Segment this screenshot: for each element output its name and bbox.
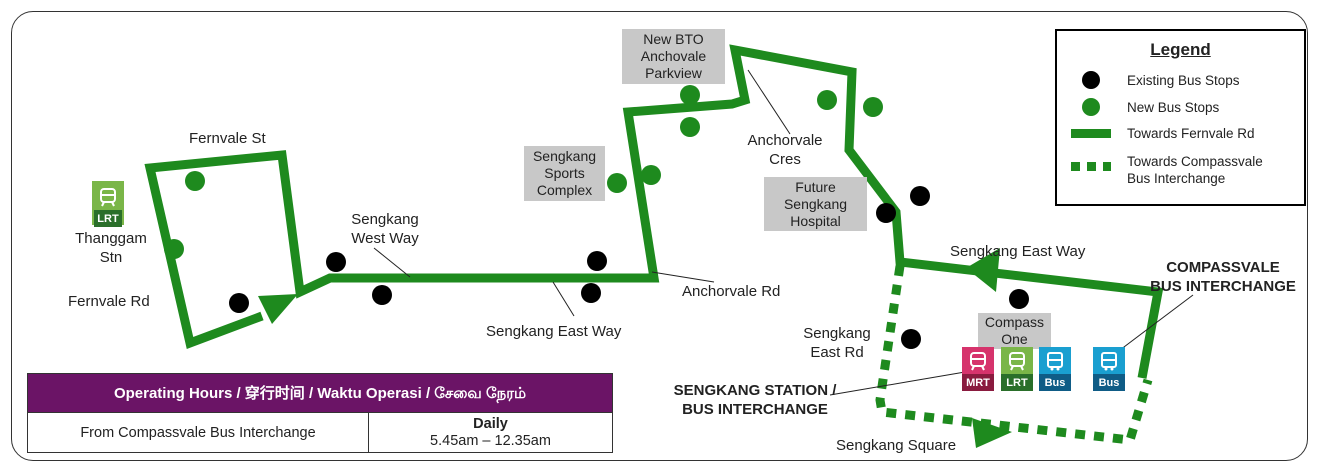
bus-stop-new bbox=[641, 165, 661, 185]
legend-new-stops: New Bus Stops bbox=[1071, 98, 1219, 116]
bus-icon bbox=[1093, 347, 1125, 374]
bus-stop-existing bbox=[372, 285, 392, 305]
route-arrow-east-way bbox=[966, 248, 1000, 292]
bus-stop-new bbox=[607, 173, 627, 193]
bus-stop-existing bbox=[876, 203, 896, 223]
legend: Legend Existing Bus Stops New Bus Stops … bbox=[1055, 29, 1306, 206]
operating-hours-origin: From Compassvale Bus Interchange bbox=[28, 413, 369, 453]
route-arrow-fernvale bbox=[258, 294, 298, 324]
train-icon bbox=[962, 347, 994, 374]
leader-line bbox=[1119, 294, 1194, 351]
label-sengkang-square: Sengkang Square bbox=[836, 437, 957, 454]
legend-towards-fernvale: Towards Fernvale Rd bbox=[1071, 126, 1255, 141]
bus-stop-existing bbox=[581, 283, 601, 303]
bus-icon bbox=[1039, 347, 1071, 374]
operating-hours-header: Operating Hours / 穿行时间 / Waktu Operasi /… bbox=[28, 374, 612, 413]
green-dot-icon bbox=[1082, 98, 1100, 116]
map-frame bbox=[11, 11, 1308, 461]
train-icon bbox=[94, 183, 122, 210]
leader-line bbox=[552, 281, 575, 317]
route-arrow-compassvale bbox=[972, 418, 1012, 448]
bus-stop-existing bbox=[229, 293, 249, 313]
legend-existing-stops: Existing Bus Stops bbox=[1071, 71, 1240, 89]
mrt-badge: MRT bbox=[962, 347, 994, 391]
bus-badge-interchange: Bus bbox=[1093, 347, 1125, 391]
legend-title: Legend bbox=[1150, 40, 1211, 59]
label-fernvale-rd: Fernvale Rd bbox=[68, 293, 150, 310]
bus-stop-new bbox=[680, 85, 700, 105]
bus-stop-new bbox=[863, 97, 883, 117]
bus-badge: Bus bbox=[1039, 347, 1071, 391]
leader-line bbox=[829, 371, 966, 396]
bus-stop-new bbox=[164, 239, 184, 259]
black-dot-icon bbox=[1082, 71, 1100, 89]
leader-line bbox=[373, 247, 411, 278]
operating-hours-table: Operating Hours / 穿行时间 / Waktu Operasi /… bbox=[27, 373, 613, 453]
route-towards-compassvale bbox=[875, 265, 1153, 445]
operating-hours-times: Daily 5.45am – 12.35am bbox=[430, 416, 551, 449]
bus-stop-existing bbox=[1009, 289, 1029, 309]
route-towards-fernvale bbox=[144, 44, 1164, 379]
bus-stop-new bbox=[185, 171, 205, 191]
bus-stop-existing bbox=[587, 251, 607, 271]
bus-stop-new bbox=[680, 117, 700, 137]
bus-stop-existing bbox=[326, 252, 346, 272]
leader-line bbox=[651, 271, 715, 283]
label-sengkang-east-way-right: Sengkang East Way bbox=[950, 243, 1086, 260]
label-sengkang-station: SENGKANG STATION /BUS INTERCHANGE bbox=[673, 382, 837, 418]
lrt-badge-thanggam: LRT bbox=[92, 181, 124, 227]
bus-stop-existing bbox=[910, 186, 930, 206]
dotted-line-icon bbox=[1071, 162, 1111, 171]
solid-line-icon bbox=[1071, 129, 1111, 138]
label-fernvale-st: Fernvale St bbox=[189, 130, 266, 147]
bus-stop-existing bbox=[901, 329, 921, 349]
lrt-badge: LRT bbox=[1001, 347, 1033, 391]
leader-line bbox=[747, 69, 791, 135]
bus-stop-new bbox=[817, 90, 837, 110]
operating-hours-row: From Compassvale Bus Interchange Daily 5… bbox=[28, 413, 612, 453]
label-sengkang-east-way: Sengkang East Way bbox=[486, 323, 622, 340]
label-anchorvale-rd: Anchorvale Rd bbox=[682, 283, 781, 300]
train-icon bbox=[1001, 347, 1033, 374]
